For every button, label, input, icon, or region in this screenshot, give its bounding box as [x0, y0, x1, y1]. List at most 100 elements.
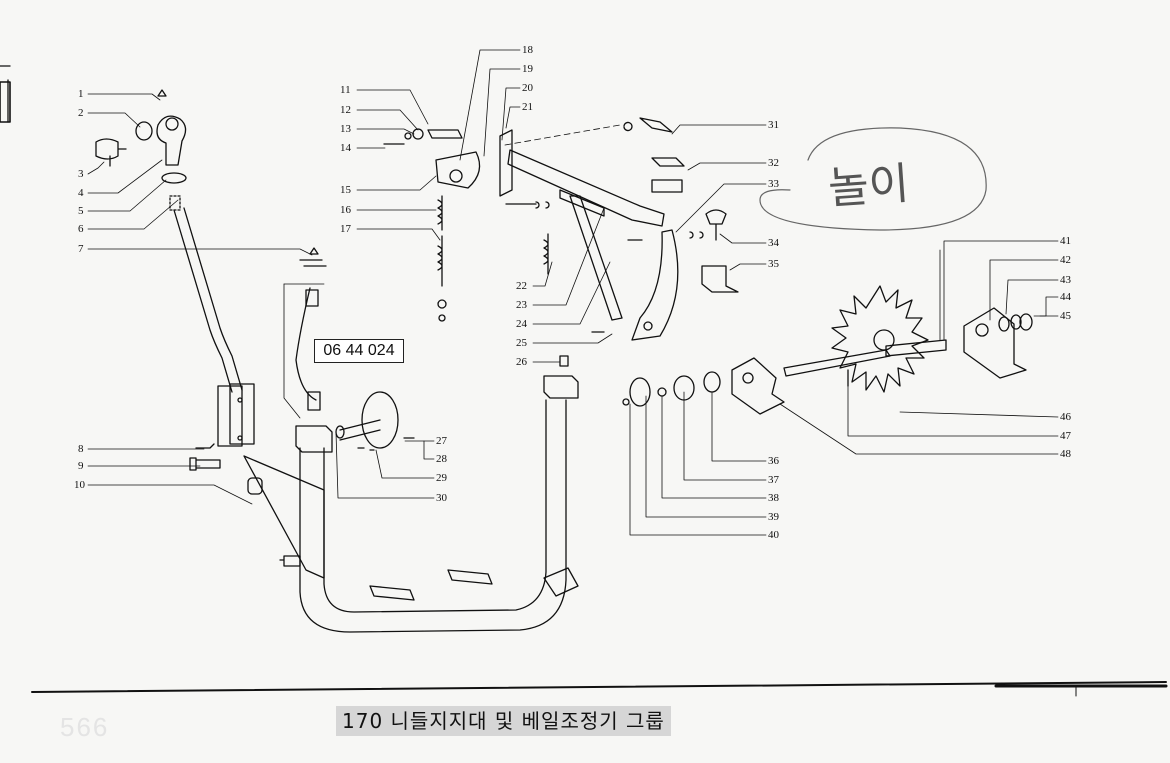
- foot-pad-1: [369, 585, 415, 601]
- part-label-19: 19: [522, 63, 533, 75]
- part-16-spring: [437, 195, 443, 231]
- part-29-flange: [361, 391, 399, 449]
- part-label-25: 25: [516, 337, 527, 349]
- part-label-21: 21: [522, 101, 533, 113]
- part-label-16: 16: [340, 204, 351, 216]
- frame-end-bracket: [543, 567, 579, 597]
- part-bolt-row: [505, 201, 550, 209]
- part-label-33: 33: [768, 178, 779, 190]
- part-1-grease-nipple: [157, 89, 167, 97]
- part-label-37: 37: [768, 474, 779, 486]
- part-36-bushing: [703, 371, 721, 393]
- frame-block-right: [543, 375, 579, 399]
- part-37-ring: [673, 375, 695, 401]
- part-label-36: 36: [768, 455, 779, 467]
- part-label-6: 6: [78, 223, 84, 235]
- part-2-bushing: [135, 121, 153, 141]
- part-43-washer: [998, 316, 1010, 332]
- handwritten-note: 놀이: [826, 158, 911, 215]
- leader-lines: [87, 49, 1059, 536]
- part-35-bracket: [701, 265, 739, 293]
- part-label-43: 43: [1060, 274, 1071, 286]
- part-label-18: 18: [522, 44, 533, 56]
- part-11-bolt-assembly: [427, 129, 463, 139]
- page-number: 566: [60, 712, 110, 742]
- part-label-38: 38: [768, 492, 779, 504]
- part-26-nut: [559, 355, 569, 367]
- part-20-bracket: [499, 129, 513, 197]
- part-3-pin: [95, 138, 127, 167]
- part-label-17: 17: [340, 223, 351, 235]
- part-label-26: 26: [516, 356, 527, 368]
- part-label-35: 35: [768, 258, 779, 270]
- frame-block-left: [295, 425, 333, 453]
- part-label-11: 11: [340, 84, 351, 96]
- figure-caption: 170 니들지지대 및 베일조정기 그룹: [336, 706, 671, 736]
- part-label-42: 42: [1060, 254, 1071, 266]
- part-label-24: 24: [516, 318, 527, 330]
- part-5-washer: [161, 172, 187, 184]
- part-label-41: 41: [1060, 235, 1071, 247]
- part-label-12: 12: [340, 104, 351, 116]
- part-label-22: 22: [516, 280, 527, 292]
- part-label-30: 30: [436, 492, 447, 504]
- part-label-1: 1: [78, 88, 84, 100]
- part-33-arm: [631, 229, 679, 341]
- part-label-20: 20: [522, 82, 533, 94]
- part-6-thread: [169, 195, 181, 211]
- part-21-arm: [507, 149, 665, 227]
- part-label-47: 47: [1060, 430, 1071, 442]
- part-label-10: 10: [74, 479, 85, 491]
- part-label-29: 29: [436, 472, 447, 484]
- part-31-bracket: [623, 117, 673, 133]
- handwriting-oval: [759, 127, 987, 231]
- part-label-31: 31: [768, 119, 779, 131]
- part-48-bracket: [731, 357, 785, 415]
- part-24-strut: [569, 195, 623, 321]
- part-30-washer: [335, 425, 345, 439]
- part-label-23: 23: [516, 299, 527, 311]
- part-code-box: 06 44 024: [314, 339, 404, 363]
- star-wheel: [831, 285, 929, 393]
- part-label-40: 40: [768, 529, 779, 541]
- part-39-disc: [629, 377, 651, 407]
- part-label-27: 27: [436, 435, 447, 447]
- part-label-46: 46: [1060, 411, 1071, 423]
- part-38-washer: [657, 387, 667, 397]
- bottom-rule: [31, 681, 1167, 693]
- part-23-bar: [559, 189, 605, 217]
- part-7-clip: [299, 247, 327, 267]
- part-label-2: 2: [78, 107, 84, 119]
- part-label-7: 7: [78, 243, 84, 255]
- hose-fitting-top: [305, 289, 319, 307]
- part-45-cap: [1019, 313, 1033, 331]
- part-label-3: 3: [78, 168, 84, 180]
- part-34-knob: [705, 209, 727, 241]
- part-label-5: 5: [78, 205, 84, 217]
- part-label-44: 44: [1060, 291, 1071, 303]
- part-label-39: 39: [768, 511, 779, 523]
- part-17-link: [437, 235, 443, 287]
- part-label-14: 14: [340, 142, 351, 154]
- lever-rod: [173, 209, 233, 393]
- foot-pad-2: [447, 569, 493, 585]
- part-42-bracket: [963, 307, 1027, 379]
- part-9-pin: [189, 457, 221, 471]
- part-40-washer: [622, 398, 630, 406]
- part-4-rod-eye: [156, 115, 187, 166]
- margin-tab: [0, 81, 11, 123]
- part-label-28: 28: [436, 453, 447, 465]
- part-22-spring: [543, 233, 549, 275]
- part-label-8: 8: [78, 443, 84, 455]
- part-label-34: 34: [768, 237, 779, 249]
- part-8-cotter: [195, 443, 215, 449]
- part-label-4: 4: [78, 187, 84, 199]
- part-10-stud: [279, 555, 301, 567]
- part-label-48: 48: [1060, 448, 1071, 460]
- part-label-15: 15: [340, 184, 351, 196]
- part-15-crank: [435, 151, 481, 189]
- part-44-nut: [1010, 314, 1022, 330]
- part-label-45: 45: [1060, 310, 1071, 322]
- u-frame: [299, 399, 567, 633]
